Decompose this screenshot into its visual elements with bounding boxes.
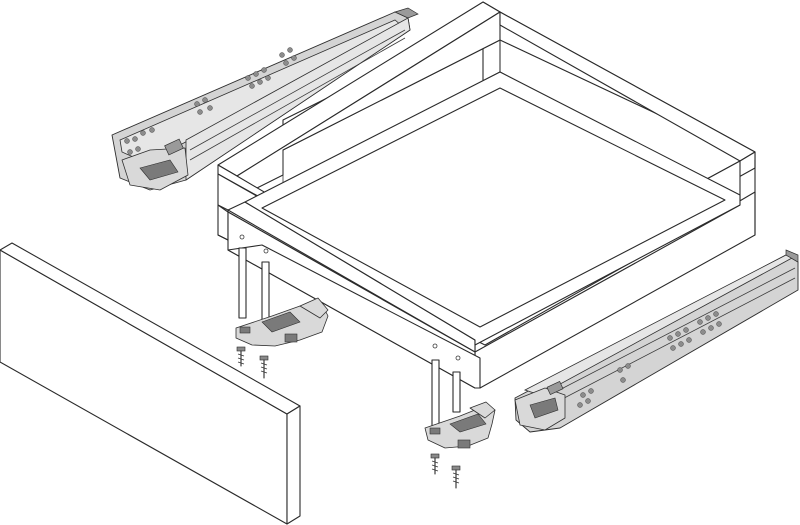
screw-icon (236, 346, 246, 367)
runner-left-holes (124, 47, 297, 155)
screw-icon (259, 355, 269, 379)
screw-icon (430, 453, 440, 475)
screw-icon (451, 465, 461, 489)
drawer-box (217, 1, 756, 431)
locking-device-right (424, 401, 496, 489)
front-panel (0, 242, 301, 525)
runner-left (111, 7, 419, 191)
locking-device-left (235, 297, 329, 379)
runner-right (514, 249, 799, 433)
runner-right-holes (577, 311, 722, 408)
